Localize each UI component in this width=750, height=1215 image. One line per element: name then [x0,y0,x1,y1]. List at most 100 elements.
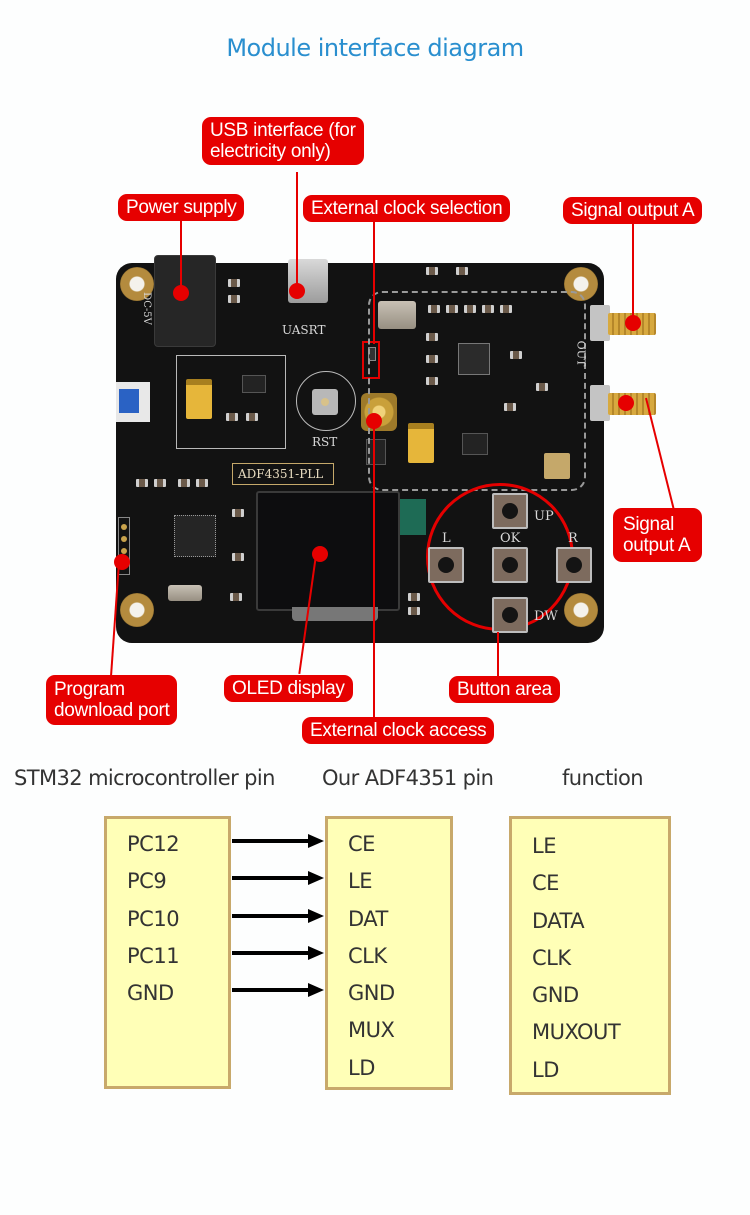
connection-arrow [232,834,324,848]
header-function: function [562,766,644,790]
button-label-right: R [568,531,578,546]
callout-program-line2: download port [54,700,170,721]
component [232,509,244,517]
adf4351-chip [458,343,490,375]
reset-button [312,389,338,415]
component [232,553,244,561]
dc-label: DC-5V [140,292,152,325]
callout-power-supply: Power supply [118,194,245,221]
adf4351-pin: GND [348,981,395,1006]
pin-function: GND [532,983,579,1008]
adf4351-pin: MUX [348,1018,395,1043]
oled-marker [312,546,328,562]
usb-label: UASRT [282,323,326,337]
stm32-pin: PC10 [127,906,180,931]
adf4351-pin: LD [348,1055,375,1080]
connection-arrow [232,945,324,960]
pin-function: DATA [532,908,585,933]
component [426,355,438,363]
oled-screen [256,491,400,611]
power-switch [116,382,150,422]
component [154,479,166,487]
component [426,333,438,341]
pin-function: MUXOUT [532,1020,621,1045]
callout-signal-output-a-right: Signal output A [613,508,703,562]
ext-clock-access-marker [366,413,382,429]
component [536,383,548,391]
sma-base [590,385,610,421]
component [136,479,148,487]
adf4351-pin: CE [348,832,375,856]
stm32-pin: PC12 [127,832,180,856]
component [228,295,240,303]
mounting-hole [120,267,154,301]
oled-flex-cable [400,499,426,535]
rf-logo [544,453,570,479]
signal-a-top-leader-line [632,222,634,322]
page-title: Module interface diagram [226,34,524,62]
program-header [118,517,130,575]
pin-function: LD [532,1057,559,1082]
usb-marker [289,283,305,299]
stm32-pin: PC9 [127,869,167,894]
callout-usb-line2: electricity only) [210,141,331,162]
callout-signal-line2: output A [623,535,691,556]
component [178,479,190,487]
adf4351-pin: DAT [348,906,388,931]
reset-label: RST [312,435,338,449]
component [500,305,512,313]
mounting-hole [564,593,598,627]
component [426,377,438,385]
mcu-crystal [168,585,202,601]
callout-usb-line1: USB interface (for [210,120,356,141]
button-down [492,597,528,633]
pin-function: CLK [532,945,571,970]
stm32-mcu [174,515,216,557]
callout-usb-interface: USB interface (for electricity only) [202,117,364,165]
connection-arrow [232,908,324,923]
tantalum-capacitor [186,379,212,419]
board-name: ADF4351-PLL [238,467,324,481]
header-stm32-pin: STM32 microcontroller pin [14,766,275,790]
component [464,305,476,313]
button-label-down: DW [534,609,558,624]
component [462,433,488,455]
component [196,479,208,487]
function-box: LE CE DATA CLK GND MUXOUT LD [509,816,671,1095]
pin-function: CE [532,871,559,896]
connection-arrow [232,983,324,998]
callout-external-clock-selection: External clock selection [303,195,511,222]
component [230,593,242,601]
button-label-up: UP [534,509,554,524]
reset-outline [296,371,356,431]
callout-signal-output-a-top: Signal output A [563,197,703,224]
callout-button-area: Button area [449,676,560,703]
callout-signal-line1: Signal [623,514,675,535]
pin-function: LE [532,834,556,858]
component [366,439,386,465]
ext-clock-select-leader-line [373,220,375,344]
component [446,305,458,313]
adf4351-pin: CLK [348,943,387,968]
button-ok [492,547,528,583]
button-right [556,547,592,583]
component [228,279,240,287]
signal-a-right-marker [618,395,634,411]
callout-program-download-port: Program download port [46,675,178,725]
component [426,267,438,275]
stm32-pin: PC11 [127,943,180,968]
program-marker [114,554,130,570]
output-label: OUT [574,340,588,367]
usb-leader-line [296,172,298,290]
callout-program-line1: Program [54,679,125,700]
component [408,593,420,601]
component [408,607,420,615]
adf4351-board: DC-5V UASRT RST OUT ADF4351-PLL [116,255,656,643]
sma-base [590,305,610,341]
component [428,305,440,313]
regulator-outline [176,355,286,449]
